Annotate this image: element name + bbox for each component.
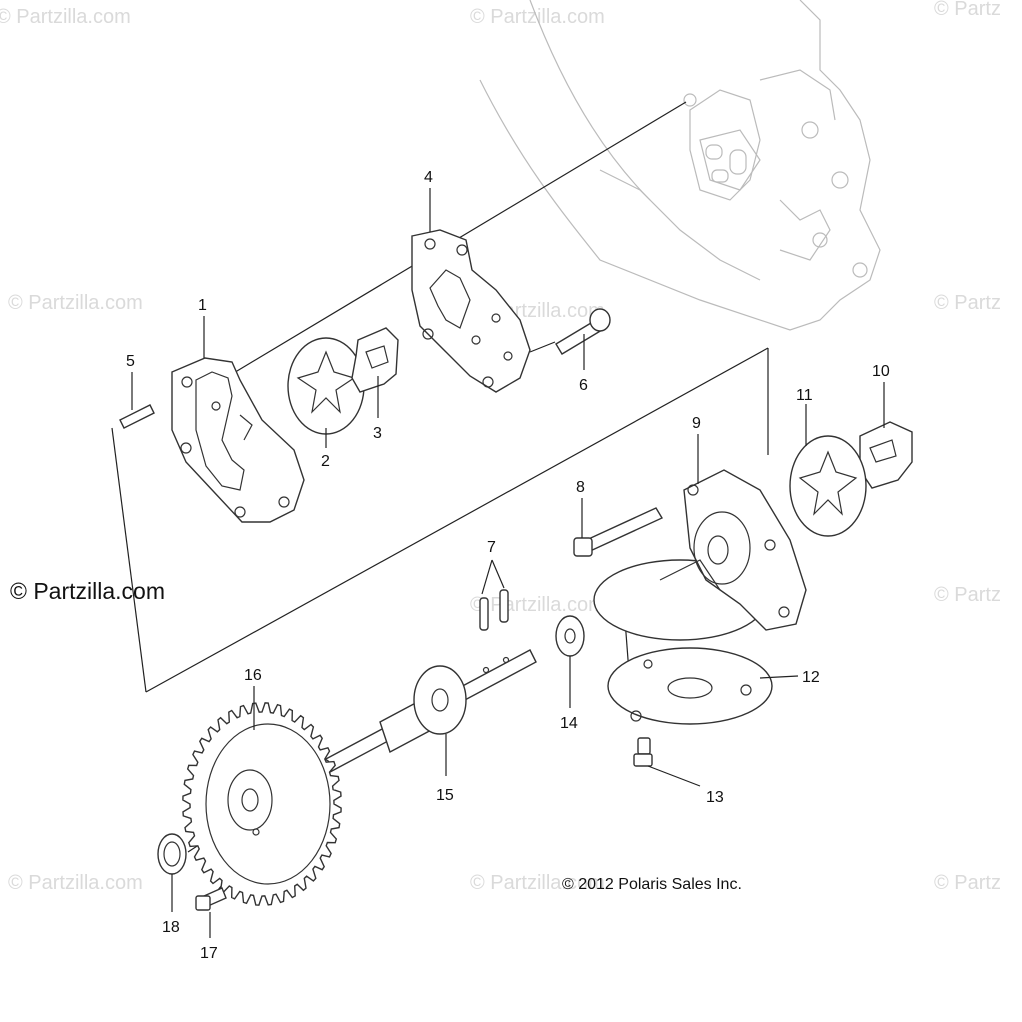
bolt-part-6 xyxy=(555,308,611,355)
callout-4: 4 xyxy=(424,169,433,186)
pins-part-7 xyxy=(479,589,509,631)
callout-10: 10 xyxy=(872,363,890,380)
pump-body-part-1 xyxy=(171,357,305,523)
watermark: © Partz xyxy=(934,872,1001,894)
callout-11: 11 xyxy=(796,387,813,404)
outer-rotor-part-11 xyxy=(789,435,867,537)
callout-7: 7 xyxy=(487,539,496,556)
engine-case-ghost xyxy=(479,0,881,331)
callout-6: 6 xyxy=(579,377,588,394)
gear-part-16 xyxy=(182,702,342,906)
pump-plate-part-4 xyxy=(411,229,531,393)
small-bolt-part-13 xyxy=(633,737,653,767)
watermark: © Partzilla.com xyxy=(470,872,605,894)
callout-14: 14 xyxy=(560,715,578,732)
shaft-part-15 xyxy=(321,649,537,773)
callout-labels: 1 2 3 4 5 6 7 8 9 10 11 12 13 14 15 16 1… xyxy=(126,169,890,962)
callout-1: 1 xyxy=(198,297,207,314)
watermark: © Partzilla.com xyxy=(470,6,605,28)
inner-rotor-part-10 xyxy=(859,421,913,489)
callout-16: 16 xyxy=(244,667,262,684)
bolt-part-17 xyxy=(195,887,227,911)
watermark: © Partz xyxy=(934,0,1001,20)
watermark: © Partz xyxy=(934,292,1001,314)
gasket-part-12 xyxy=(607,647,773,725)
dowel-pin-part-5 xyxy=(119,404,155,429)
callout-17: 17 xyxy=(200,945,218,962)
watermark: © Partz xyxy=(934,584,1001,606)
callout-13: 13 xyxy=(706,789,724,806)
pump-housing-part-9 xyxy=(593,469,807,641)
watermark: © Partzilla.com xyxy=(0,6,131,28)
leader-lines xyxy=(131,188,885,938)
washer-part-14 xyxy=(555,615,585,657)
callout-15: 15 xyxy=(436,787,454,804)
callout-3: 3 xyxy=(373,425,382,442)
brand-watermark: © Partzilla.com xyxy=(10,578,165,604)
callout-12: 12 xyxy=(802,669,820,686)
watermark: © Partzilla.com xyxy=(8,872,143,894)
callout-8: 8 xyxy=(576,479,585,496)
long-bolt-part-8 xyxy=(573,507,664,557)
watermark: © Partzilla.com xyxy=(8,292,143,314)
copyright-text: © 2012 Polaris Sales Inc. xyxy=(562,876,742,893)
callout-2: 2 xyxy=(321,453,330,470)
washer-part-18 xyxy=(157,833,187,875)
callout-9: 9 xyxy=(692,415,701,432)
outer-rotor-part-2 xyxy=(287,337,365,435)
inner-rotor-part-3 xyxy=(351,327,399,393)
callout-5: 5 xyxy=(126,353,135,370)
callout-18: 18 xyxy=(162,919,180,936)
